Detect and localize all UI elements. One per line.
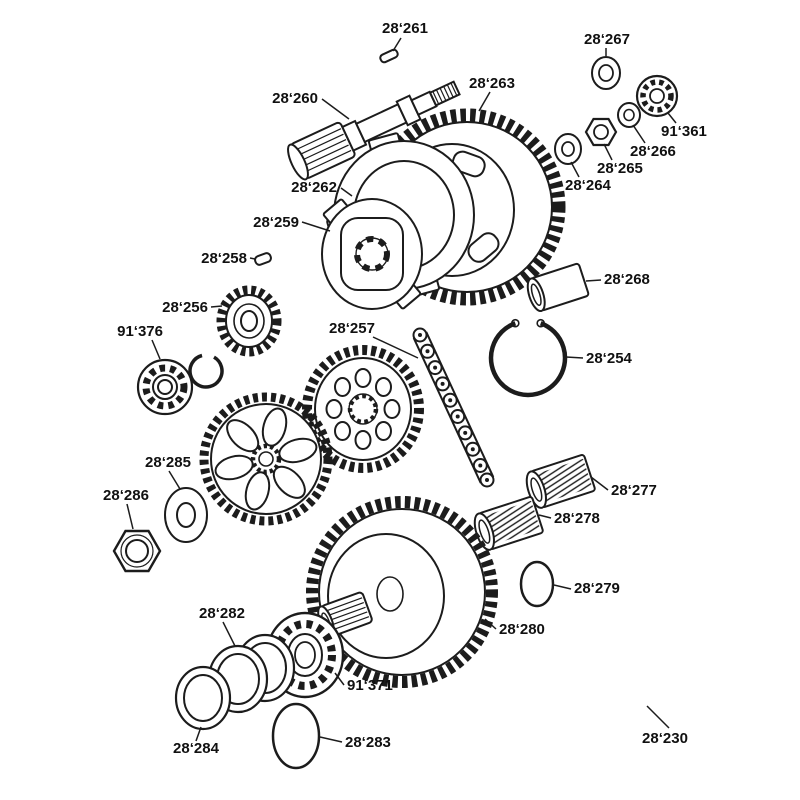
leader-28266 — [632, 124, 646, 144]
part-washer-267 — [591, 56, 621, 90]
part-label-28261: 28‘261 — [382, 20, 428, 37]
part-sprocket-257 — [302, 345, 424, 473]
leader-28264 — [570, 161, 580, 178]
part-oring-279 — [519, 560, 555, 608]
part-nut-265 — [584, 117, 618, 147]
part-circlip — [188, 353, 224, 389]
part-gear-280 — [306, 496, 498, 688]
part-label-28284: 28‘284 — [173, 740, 220, 757]
part-label-28268: 28‘268 — [604, 271, 650, 288]
leader-28279 — [553, 584, 572, 590]
leader-28277 — [590, 476, 609, 491]
part-label-28282: 28‘282 — [199, 605, 245, 622]
part-label-28265: 28‘265 — [597, 160, 643, 177]
part-label-28260: 28‘260 — [272, 90, 318, 107]
leader-28254 — [565, 356, 584, 359]
leader-lines — [126, 37, 677, 743]
part-label-28258: 28‘258 — [201, 250, 247, 267]
part-label-28256: 28‘256 — [162, 299, 208, 316]
part-washer-264 — [554, 133, 582, 165]
part-snapring-254 — [488, 318, 568, 398]
leader-28268 — [585, 279, 602, 282]
part-washer-285 — [164, 487, 208, 543]
leader-28285 — [168, 470, 181, 490]
part-labels: 28‘261 28‘260 28‘263 28‘267 91‘361 28‘26… — [103, 20, 707, 757]
leader-28230 — [646, 705, 670, 729]
part-label-28277: 28‘277 — [611, 482, 657, 499]
part-label-28267: 28‘267 — [584, 31, 630, 48]
leader-91376 — [151, 339, 161, 360]
part-label-28264: 28‘264 — [565, 177, 612, 194]
part-clutch-hub-259 — [321, 198, 423, 310]
part-label-91376: 91‘376 — [117, 323, 163, 340]
part-label-91371: 91‘371 — [347, 677, 393, 694]
leader-28283 — [319, 736, 343, 743]
part-label-28283: 28‘283 — [345, 734, 391, 751]
part-bushing-268 — [526, 262, 590, 313]
leader-28265 — [603, 143, 613, 161]
leader-28261 — [392, 37, 402, 52]
leader-28263 — [478, 91, 491, 112]
leader-91361 — [667, 112, 677, 124]
leader-28284 — [195, 726, 202, 742]
part-label-28262: 28‘262 — [291, 179, 337, 196]
leader-28256 — [210, 305, 223, 308]
part-label-28280: 28‘280 — [499, 621, 545, 638]
leader-28280 — [484, 618, 497, 630]
part-chain — [412, 327, 495, 488]
part-pin-261 — [379, 48, 399, 64]
leader-28278 — [538, 514, 552, 519]
part-label-28279: 28‘279 — [574, 580, 620, 597]
part-label-28285: 28‘285 — [145, 454, 191, 471]
part-gasket-283 — [271, 702, 321, 770]
part-label-28259: 28‘259 — [253, 214, 299, 231]
part-mainshaft — [287, 80, 461, 181]
part-label-28257: 28‘257 — [329, 320, 375, 337]
part-label-28286: 28‘286 — [103, 487, 149, 504]
part-ring-284 — [174, 665, 232, 731]
part-label-28263: 28‘263 — [469, 75, 515, 92]
part-label-28266: 28‘266 — [630, 143, 676, 160]
part-label-28254: 28‘254 — [586, 350, 633, 367]
leader-28286 — [126, 503, 134, 530]
leader-91371 — [334, 672, 345, 686]
part-label-28230: 28‘230 — [642, 730, 688, 747]
part-washer-266 — [617, 102, 641, 128]
leader-28257 — [372, 336, 419, 359]
leader-28282 — [222, 621, 236, 647]
leader-28260 — [321, 98, 350, 120]
leader-28258 — [249, 257, 256, 260]
part-pin-258 — [254, 252, 272, 266]
part-label-91361: 91‘361 — [661, 123, 707, 140]
part-bearing-361 — [635, 74, 679, 118]
part-nut-286 — [112, 529, 162, 573]
part-sprocket-petal — [199, 392, 333, 526]
part-bearing-376 — [136, 358, 194, 416]
leader-28262 — [340, 187, 353, 197]
part-label-28278: 28‘278 — [554, 510, 600, 527]
part-sprocket-256 — [216, 285, 282, 357]
leader-28259 — [301, 221, 331, 232]
